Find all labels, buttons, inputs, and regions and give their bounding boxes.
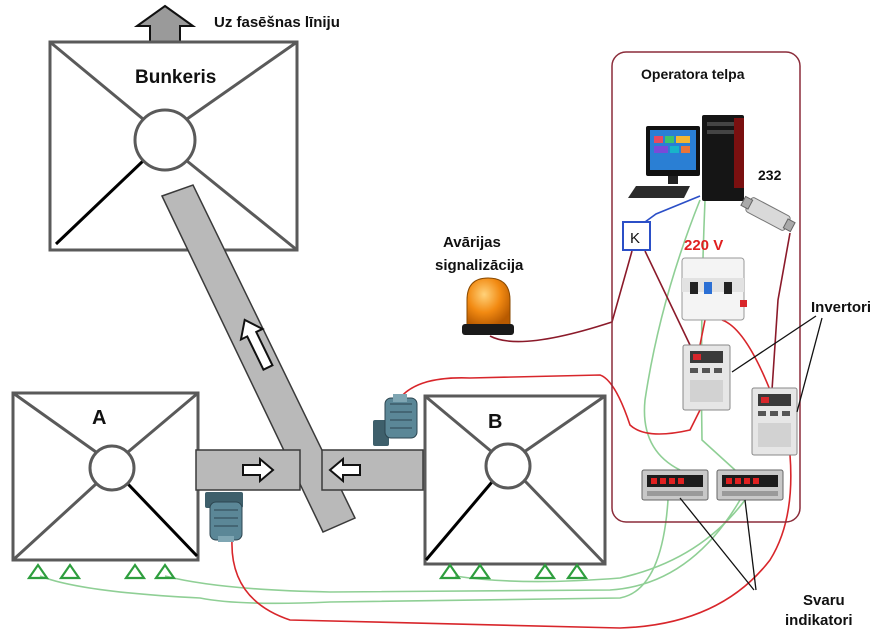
hopper-b-outlet-circle bbox=[484, 442, 532, 490]
wire-motor-a bbox=[231, 454, 792, 629]
wire-motor-b bbox=[399, 374, 701, 435]
k-box bbox=[622, 221, 651, 251]
bunker-outlet-circle bbox=[133, 108, 197, 172]
weight-indicator-icon bbox=[641, 469, 709, 501]
hopper-a-label: A bbox=[92, 407, 106, 429]
to-packing-line-label: Uz fasēšnas līniju bbox=[214, 14, 340, 31]
inverters-callout-line bbox=[796, 317, 823, 413]
wire-green-pc1 bbox=[643, 199, 701, 471]
hopper-a: A bbox=[11, 391, 200, 562]
conveyor-b bbox=[321, 449, 424, 491]
load-cell-triangle-icon bbox=[468, 563, 492, 580]
frequency-inverter-icon bbox=[751, 387, 798, 456]
hopper-b: B bbox=[423, 394, 607, 566]
k-box-label: K bbox=[630, 230, 640, 247]
scales-label-line2: indikatori bbox=[785, 612, 853, 629]
frequency-inverter-icon bbox=[682, 344, 731, 411]
bunker-label: Bunkeris bbox=[135, 67, 216, 88]
conveyor-a bbox=[195, 449, 301, 491]
wire-alarm bbox=[489, 250, 633, 343]
load-cell-triangle-icon bbox=[26, 563, 50, 580]
voltage-label: 220 V bbox=[684, 237, 723, 254]
load-cell-triangle-icon bbox=[123, 563, 147, 580]
wiring bbox=[39, 195, 792, 629]
arrow-right-icon bbox=[242, 456, 275, 484]
load-cells bbox=[26, 563, 589, 580]
alarm-beacon-icon bbox=[462, 277, 514, 335]
load-cell-triangle-icon bbox=[565, 563, 589, 580]
wire-breaker-2 bbox=[721, 319, 771, 391]
electric-motor-icon bbox=[373, 394, 418, 446]
inverters-label: Invertori bbox=[811, 299, 871, 316]
wire-blue bbox=[644, 195, 701, 223]
alarm-label-line1: Avārijas bbox=[443, 234, 501, 251]
scales-label-line1: Svaru bbox=[803, 592, 845, 609]
hopper-b-label: B bbox=[488, 411, 502, 433]
inverters-callout-line bbox=[731, 315, 817, 373]
wire-green-a2 bbox=[164, 499, 741, 593]
inclined-conveyor bbox=[160, 184, 357, 533]
wire-green-pc2 bbox=[700, 199, 736, 471]
wire-k-inverter bbox=[644, 250, 691, 346]
operator-room-label: Operatora telpa bbox=[641, 66, 745, 82]
wire-green-a bbox=[39, 499, 669, 605]
up-arrow-icon bbox=[133, 4, 197, 45]
wire-green-b bbox=[454, 499, 746, 583]
rs232-adapter-icon bbox=[740, 195, 796, 233]
alarm-label-line2: signalizācija bbox=[435, 257, 524, 274]
wire-serial bbox=[771, 232, 791, 391]
arrow-left-icon bbox=[328, 456, 361, 484]
weight-indicator-icon bbox=[716, 469, 784, 501]
hopper-a-outlet-circle bbox=[88, 444, 136, 492]
electric-motor-icon bbox=[205, 492, 243, 542]
conveyor-direction-arrow-icon bbox=[239, 318, 274, 371]
wire-breaker-1 bbox=[699, 319, 706, 346]
load-cell-triangle-icon bbox=[438, 563, 462, 580]
operator-room-frame bbox=[611, 51, 801, 523]
serial-port-label: 232 bbox=[758, 167, 782, 183]
scales-callout-line bbox=[744, 499, 757, 591]
load-cell-triangle-icon bbox=[533, 563, 557, 580]
circuit-breaker-icon bbox=[681, 257, 747, 321]
load-cell-triangle-icon bbox=[58, 563, 82, 580]
desktop-computer-icon bbox=[628, 115, 744, 201]
load-cell-triangle-icon bbox=[153, 563, 177, 580]
scales-callout-line bbox=[679, 497, 755, 591]
